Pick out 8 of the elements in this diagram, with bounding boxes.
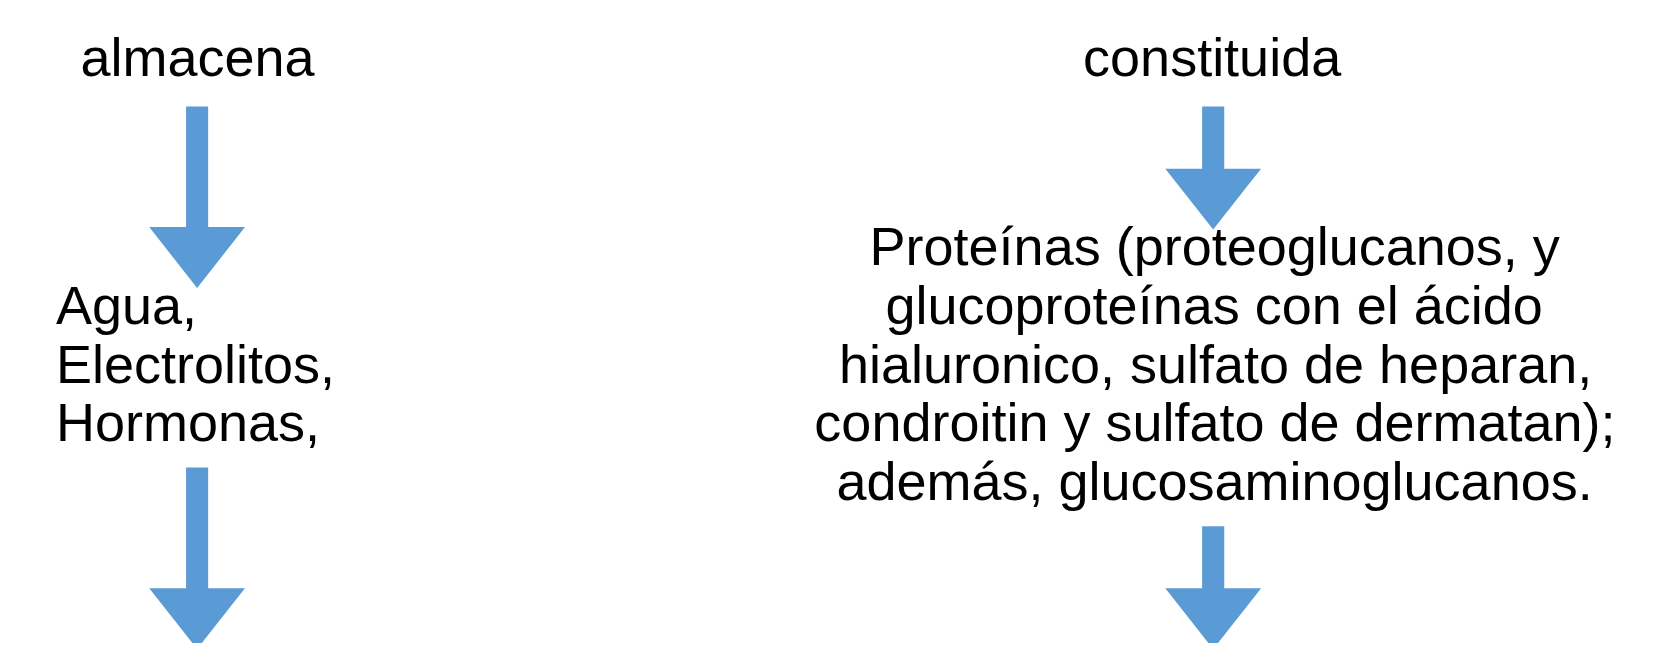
arrow: [149, 106, 245, 288]
arrow: [1165, 526, 1262, 643]
node-text: almacena: [80, 26, 315, 87]
node-text: Agua, Electrolitos, Hormonas,: [56, 274, 336, 453]
arrow: [1165, 106, 1262, 230]
node-text: Proteínas (proteoglucanos, y glucoproteínas con el ácido hialuronico, sulfato de heparan, condroitin y sulfato de dermatan); además, glucosaminoglucanos.: [814, 215, 1616, 512]
node-text: constituida: [1083, 26, 1342, 87]
arrow: [149, 467, 245, 643]
